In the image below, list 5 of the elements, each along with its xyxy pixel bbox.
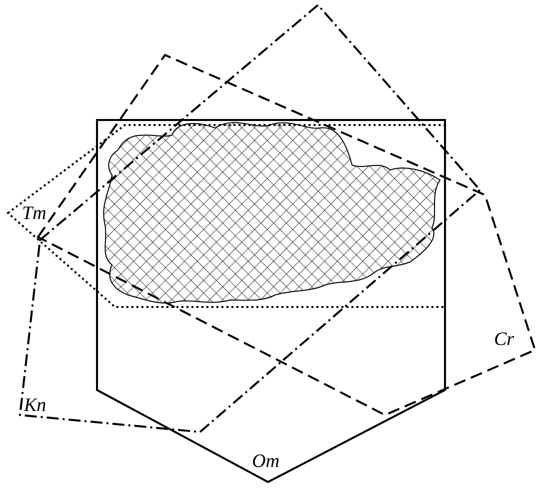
- shape-label: Tm: [22, 204, 46, 223]
- shape-label: Kn: [24, 396, 46, 415]
- shape-label: Om: [252, 452, 280, 471]
- hatched-region: [103, 122, 440, 304]
- shape-label: Cr: [494, 330, 514, 349]
